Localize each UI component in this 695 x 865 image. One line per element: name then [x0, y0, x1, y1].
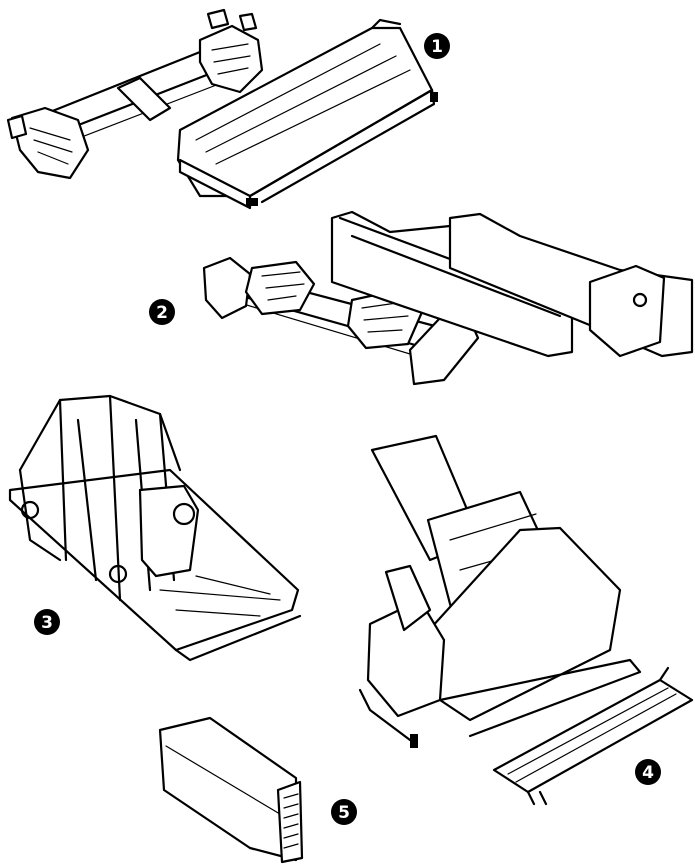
part-2-cover [330, 210, 694, 358]
svg-text:4: 4 [642, 763, 654, 783]
svg-text:3: 3 [41, 613, 53, 633]
part-1-tractor-unit [6, 8, 264, 180]
callout-3: 3 [34, 609, 60, 635]
callout-2: 2 [149, 299, 175, 325]
part-5-interface-board [158, 716, 304, 864]
callout-1: 1 [424, 33, 450, 59]
part-4-cut-sheet-feeder [358, 434, 642, 748]
callout-4: 4 [635, 759, 661, 785]
part-1-rear-cover [176, 18, 438, 210]
svg-text:1: 1 [431, 37, 443, 57]
part-3-roll-paper-stand [8, 394, 302, 662]
svg-text:5: 5 [338, 803, 350, 823]
part-4-sheet-guide [492, 666, 694, 806]
svg-text:2: 2 [156, 303, 168, 323]
callout-5: 5 [331, 799, 357, 825]
